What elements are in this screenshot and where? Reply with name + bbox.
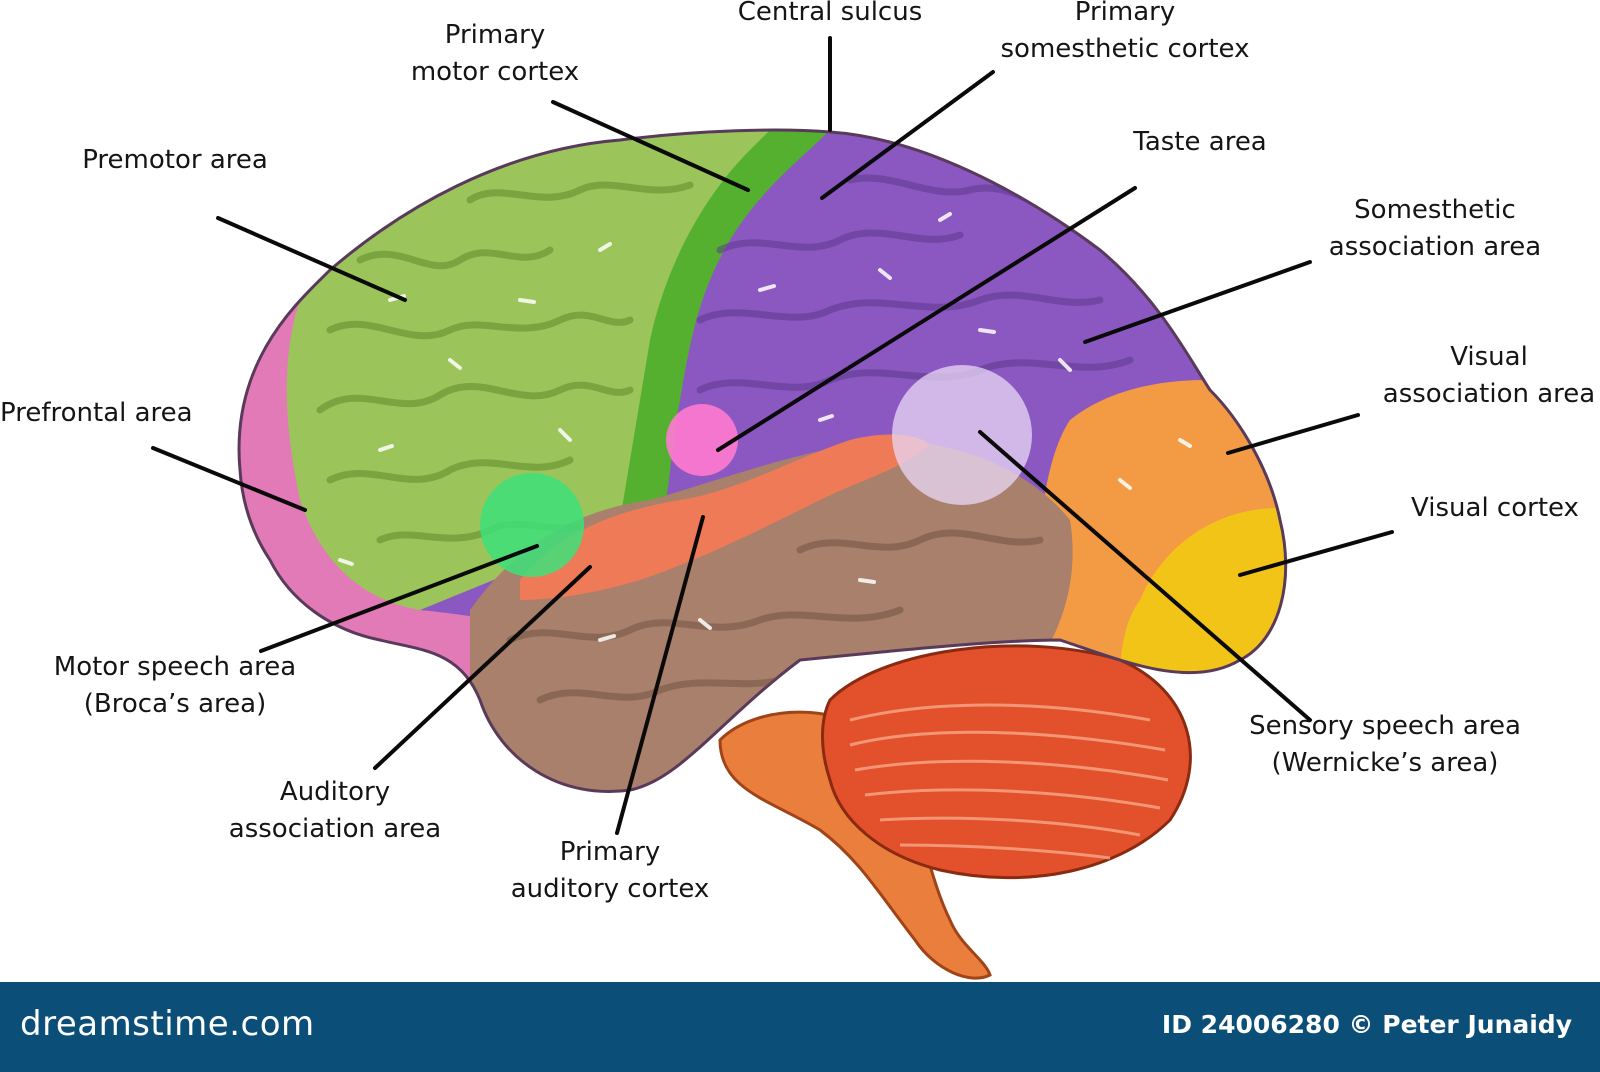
- watermark-footer: dreamstime.com ID 24006280 © Peter Junai…: [0, 982, 1600, 1072]
- label-visual-cortex: Visual cortex: [1411, 493, 1579, 523]
- taste-area-spot: [666, 404, 738, 476]
- visual-cortex-region: [1120, 508, 1286, 680]
- primary-motor-strip: [620, 130, 830, 520]
- label-primary-auditory-cortex: Primary auditory cortex: [510, 837, 710, 904]
- dreamstime-logo: dreamstime.com: [20, 1004, 315, 1044]
- gyri-texture: [316, 174, 1192, 704]
- leader-motor-speech-area: [259, 544, 539, 653]
- leader-primary-somesthetic-cortex: [820, 70, 995, 200]
- label-sensory-speech-area: Sensory speech area (Wernicke’s area): [1249, 711, 1521, 778]
- label-motor-speech-area: Motor speech area (Broca’s area): [53, 652, 297, 719]
- leader-taste-area: [716, 186, 1137, 452]
- label-central-sulcus: Central sulcus: [737, 0, 923, 27]
- label-primary-motor-cortex: Primary motor cortex: [410, 20, 580, 87]
- wernicke-area-spot: [892, 365, 1032, 505]
- leader-premotor-area: [216, 216, 407, 302]
- label-somesthetic-association-area: Somesthetic association area: [1328, 195, 1542, 262]
- image-credit: ID 24006280 © Peter Junaidy: [1161, 1010, 1572, 1039]
- leader-lines: [151, 36, 1394, 835]
- leader-prefrontal-area: [151, 446, 307, 512]
- leader-visual-cortex: [1238, 530, 1394, 577]
- brain-illustration: [151, 36, 1394, 980]
- label-visual-association-area: Visual association area: [1382, 342, 1596, 409]
- brain-diagram: Central sulcus Primary somesthetic corte…: [0, 0, 1596, 980]
- leader-somesthetic-association-area: [1083, 260, 1312, 344]
- leader-auditory-association-area: [373, 565, 592, 770]
- leader-sensory-speech-area: [978, 430, 1312, 722]
- cerebrum-outline: [237, 128, 1288, 793]
- leader-primary-auditory-cortex: [615, 515, 705, 835]
- label-auditory-association-area: Auditory association area: [228, 777, 442, 844]
- cerebellum-folia: [849, 703, 1169, 860]
- label-prefrontal-area: Prefrontal area: [0, 398, 193, 428]
- leader-visual-association-area: [1226, 413, 1360, 455]
- broca-area-spot: [480, 473, 584, 577]
- leader-primary-motor-cortex: [551, 100, 750, 192]
- auditory-strip: [520, 434, 930, 600]
- label-primary-somesthetic-cortex: Primary somesthetic cortex: [1000, 0, 1250, 64]
- label-premotor-area: Premotor area: [82, 145, 268, 175]
- label-taste-area: Taste area: [1133, 127, 1267, 157]
